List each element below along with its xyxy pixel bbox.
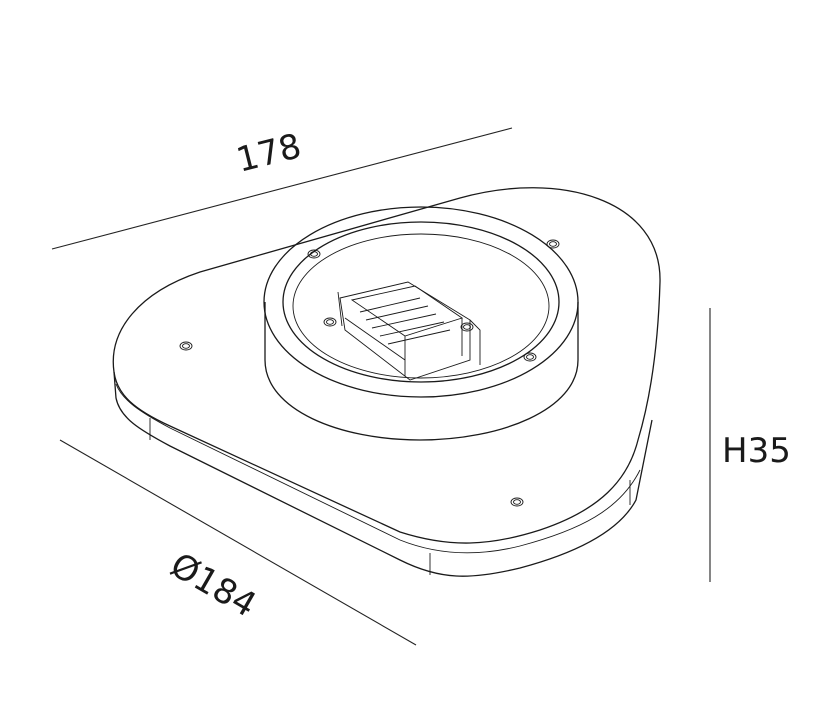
screws: [179, 239, 560, 507]
collar-side: [264, 302, 579, 441]
length-label: 178: [233, 126, 306, 181]
base-top-face: [112, 187, 661, 544]
mounting-bracket: [337, 281, 481, 381]
screw-icon: [323, 317, 337, 327]
base-side-band: [113, 371, 653, 577]
collar-inner-rim: [282, 221, 560, 383]
collar-inner-wall: [292, 233, 550, 379]
diameter-label: Ø184: [164, 545, 263, 625]
collar-outer-rim: [263, 206, 579, 398]
length-dimension-line: [51, 127, 513, 250]
screw-icon: [460, 322, 474, 332]
screw-icon: [546, 239, 560, 249]
height-label: H35: [722, 431, 791, 471]
screw-icon: [510, 497, 524, 507]
screw-icon: [307, 249, 321, 259]
diameter-dimension-line: [59, 439, 417, 646]
screw-icon: [523, 352, 537, 362]
base-edge-line: [115, 383, 641, 554]
screw-icon: [179, 341, 193, 351]
